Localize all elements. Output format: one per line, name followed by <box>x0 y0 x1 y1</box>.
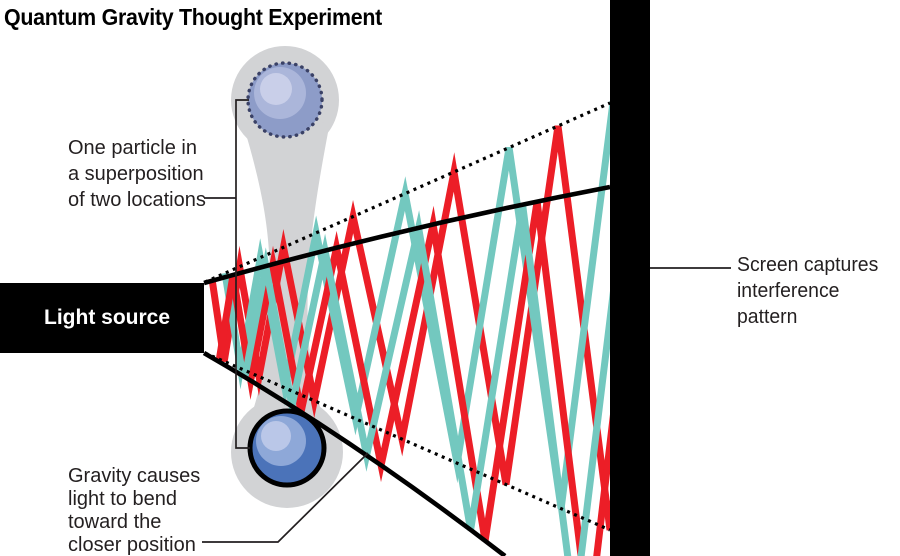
wave-train-bent-teal <box>241 204 610 556</box>
cone-solid-bottom-bent <box>202 351 507 556</box>
light-source-box <box>0 283 204 353</box>
particle-bottom-glint <box>261 421 291 451</box>
cone-dotted-top <box>204 101 611 284</box>
diagram-title: Quantum Gravity Thought Experiment <box>4 4 382 30</box>
particle-label-bracket <box>204 99 250 449</box>
particle-top-dotted-border <box>246 61 324 139</box>
particle-bottom-sphere <box>247 408 327 488</box>
gravity-label-connector <box>202 452 369 543</box>
label-light-source: Light source <box>44 306 171 329</box>
particle-top-glint <box>260 73 292 105</box>
particle-top-ghost-sphere <box>246 61 324 139</box>
cone-dotted-bottom <box>204 351 611 532</box>
label-screen-pattern: Screen captures interference pattern <box>737 254 879 328</box>
label-gravity-bend: Gravity causes light to bend toward the … <box>68 465 201 556</box>
cone-solid-top <box>203 184 611 286</box>
label-particle-superposition: One particle in a superposition of two l… <box>68 137 206 211</box>
detector-screen-bar <box>610 0 650 556</box>
